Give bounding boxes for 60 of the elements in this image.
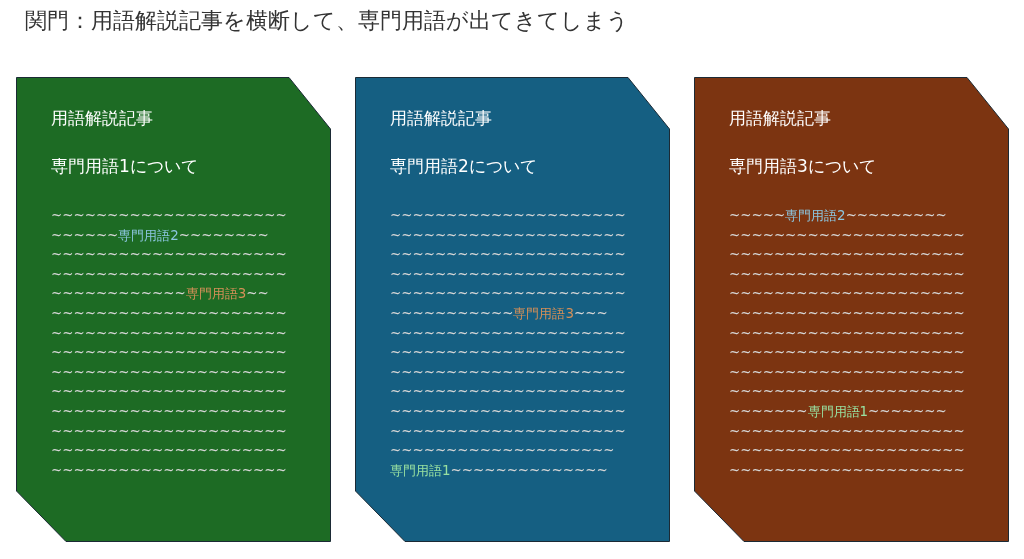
card-subheading: 専門用語2について	[390, 155, 537, 178]
wave-line: ~~	[246, 286, 269, 302]
wave-line: ~~~~~~~	[868, 403, 947, 419]
wave-line: ~~~~~~~~~~~~~~~~~~~~~	[729, 286, 965, 302]
wave-line: ~~~~~~~	[729, 403, 808, 419]
wave-line: ~~~~~~~~~~~~~~~~~~~~~	[51, 345, 287, 361]
term-text: 専門用語1	[807, 403, 869, 419]
wave-line: ~~~~~~~~~~~~~~~~~~~~~	[729, 462, 965, 478]
wave-line: ~~~~~~~~~~~~~~~~~~~~~	[51, 443, 287, 459]
diagram-title: 関門：用語解説記事を横断して、専門用語が出てきてしまう	[25, 7, 629, 35]
wave-line: ~~~~~~~~~~~~~~~~~~~~~	[729, 305, 965, 321]
wave-line: ~~~~~~~~~~~~~~~~~~~~~	[51, 364, 287, 380]
card-heading: 用語解説記事	[51, 107, 153, 130]
wave-line: ~~~~~~~~~~~~~~~~~~~~~	[390, 247, 626, 263]
wave-line: ~~~~~~~~~~~~~~~~~~~~~	[390, 325, 626, 341]
wave-line: ~~~~~~~~~~~~~~~~~~~~	[390, 443, 615, 459]
wave-line: ~~~~~~~~~~~~~~~~~~~~~	[729, 364, 965, 380]
wave-line: ~~~	[573, 305, 608, 321]
wave-line: ~~~~~~~~~~~~~~~~~~~~~	[51, 325, 287, 341]
wave-line: ~~~~~~~~~~~~~~~~~~~~~	[729, 423, 965, 439]
wave-line: ~~~~~~~~~~~~~~~~~~~~~	[51, 208, 287, 223]
card-subheading: 専門用語1について	[51, 155, 198, 178]
wave-line: ~~~~~~~~~~~~~~~~~~~~~	[729, 443, 965, 459]
wave-line: ~~~~~~~~~~~~~~~~~~~~~	[729, 325, 965, 341]
wave-line: ~~~~~~~~~~~~~~~~~~~~~	[729, 247, 965, 263]
card-heading: 用語解説記事	[390, 107, 492, 130]
wave-line: ~~~~~~~~~~~~~~~~~~~~~	[729, 384, 965, 400]
wave-line: ~~~~~	[729, 208, 786, 223]
term-text: 専門用語2	[785, 208, 846, 223]
wave-line: ~~~~~~~~~~~~~~	[450, 462, 608, 478]
wave-line: ~~~~~~~~~~~~~~~~~~~~~	[390, 208, 626, 223]
term-text: 専門用語3	[185, 286, 247, 302]
wave-line: ~~~~~~~~~~~~~~~~~~~~~	[51, 423, 287, 439]
wave-line: ~~~~~~~~~~~~~~~~~~~~~	[390, 227, 626, 243]
wave-line: ~~~~~~~~~~~~~~~~~~~~~	[390, 345, 626, 361]
wave-line: ~~~~~~~~~~~~~~~~~~~~~	[729, 345, 965, 361]
wave-line: ~~~~~~~~~~~~~~~~~~~~~	[390, 364, 626, 380]
card-heading: 用語解説記事	[729, 107, 831, 130]
wave-line: ~~~~~~~~~~~~~~~~~~~~~	[51, 384, 287, 400]
term-text: 専門用語2	[118, 227, 179, 243]
term-text: 専門用語1	[390, 462, 451, 478]
wave-line: ~~~~~~~~~~~~~~~~~~~~~	[729, 227, 965, 243]
wave-line: ~~~~~~~~~~~~~~~~~~~~~	[51, 247, 287, 263]
wave-line: ~~~~~~~~~~~~~~~~~~~~~	[390, 286, 626, 302]
wave-line: ~~~~~~~~~~~~~~~~~~~~~	[390, 423, 626, 439]
wave-line: ~~~~~~~~~	[845, 208, 947, 223]
wave-line: ~~~~~~~~~~~~~~~~~~~~~	[51, 266, 287, 282]
wave-line: ~~~~~~~~~~~~~~~~~~~~~	[51, 403, 287, 419]
wave-line: ~~~~~~~~~~~~~~~~~~~~~	[390, 384, 626, 400]
wave-line: ~~~~~~	[51, 227, 119, 243]
wave-line: ~~~~~~~~~~~~	[51, 286, 186, 302]
wave-line: ~~~~~~~~~~~~~~~~~~~~~	[51, 305, 287, 321]
term-text: 専門用語3	[513, 305, 574, 321]
wave-line: ~~~~~~~~~~~	[390, 305, 514, 321]
wave-line: ~~~~~~~~~~~~~~~~~~~~~	[51, 462, 287, 478]
wave-line: ~~~~~~~~~~~~~~~~~~~~~	[729, 266, 965, 282]
wave-line: ~~~~~~~~~~~~~~~~~~~~~	[390, 266, 626, 282]
card-subheading: 専門用語3について	[729, 155, 876, 178]
wave-line: ~~~~~~~~	[178, 227, 269, 243]
wave-line: ~~~~~~~~~~~~~~~~~~~~~	[390, 403, 626, 419]
